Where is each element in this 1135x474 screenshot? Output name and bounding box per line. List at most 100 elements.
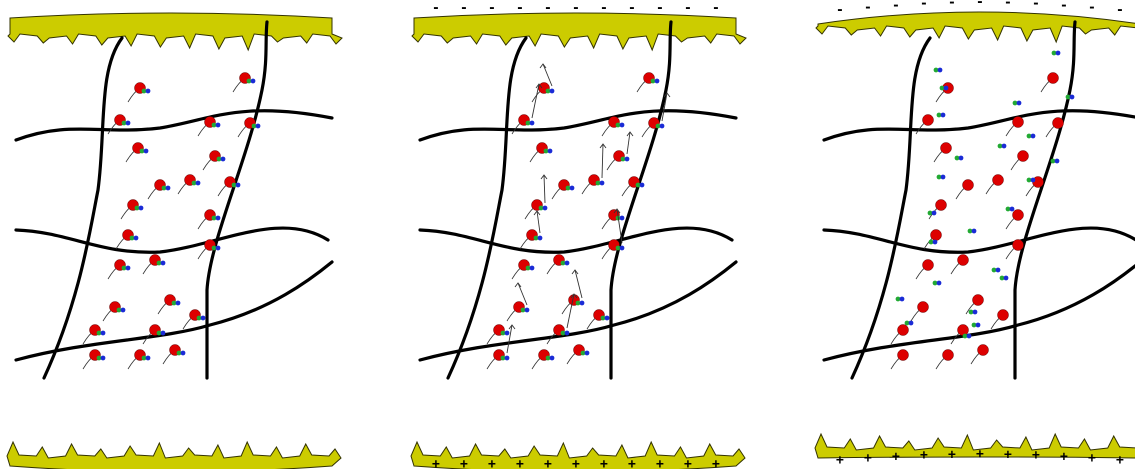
charged-particle (998, 310, 1009, 321)
counter-ion-blue (126, 121, 131, 126)
counter-ion-blue (996, 268, 1001, 273)
counter-ion-blue (570, 186, 575, 191)
counter-ion-blue (176, 301, 181, 306)
counter-ion-blue (256, 124, 261, 129)
counter-ion-blue (166, 186, 171, 191)
counter-ion-blue (1031, 178, 1036, 183)
counter-ion-blue (1031, 134, 1036, 139)
counter-ion-blue (251, 79, 256, 84)
top-electrode (412, 13, 746, 50)
charged-particle (958, 255, 969, 266)
positive-charge: + (572, 457, 580, 469)
charged-particle (1053, 118, 1064, 129)
counter-ion-blue (900, 297, 905, 302)
negative-charge: - (920, 0, 928, 12)
counter-ion-blue (538, 236, 543, 241)
positive-charge: + (628, 457, 636, 469)
counter-ion-blue (1004, 276, 1009, 281)
panel-no-field (7, 13, 342, 469)
negative-charge: - (460, 1, 468, 16)
counter-ion-blue (976, 323, 981, 328)
bottom-electrode (7, 442, 341, 469)
negative-charge: - (1032, 0, 1040, 12)
counter-ion-blue (1070, 95, 1075, 100)
polymer-fiber (420, 111, 736, 140)
polymer-fiber (852, 38, 930, 378)
charged-particle (1013, 117, 1024, 128)
counter-ion-blue (972, 229, 977, 234)
counter-ion-blue (1017, 101, 1022, 106)
negative-charge: - (684, 1, 692, 16)
negative-charge: - (892, 0, 900, 13)
polymer-fiber (420, 228, 732, 252)
counter-ion-blue (1002, 144, 1007, 149)
positive-charge: + (656, 457, 664, 469)
counter-ion-blue (139, 206, 144, 211)
counter-ion-blue (548, 149, 553, 154)
negative-charge: - (656, 1, 664, 16)
positive-charge: + (1088, 451, 1096, 466)
counter-ion-blue (181, 351, 186, 356)
counter-ion-blue (525, 308, 530, 313)
positive-charge: + (460, 457, 468, 469)
counter-ion-blue (620, 216, 625, 221)
charged-particle (898, 325, 909, 336)
negative-charge: - (516, 1, 524, 16)
charged-particle (918, 302, 929, 313)
counter-ion-blue (967, 334, 972, 339)
counter-ion-blue (585, 351, 590, 356)
charged-particle (923, 115, 934, 126)
counter-ion-blue (620, 123, 625, 128)
positive-charge: + (712, 457, 720, 469)
negative-charge: - (1116, 3, 1124, 18)
counter-ion-blue (1055, 159, 1060, 164)
charged-particle (923, 260, 934, 271)
negative-charge: - (976, 0, 984, 10)
charged-particle (931, 230, 942, 241)
ion-drift-arrow (575, 270, 582, 298)
negative-charge: - (1088, 1, 1096, 16)
top-electrode (8, 13, 342, 50)
negative-charge: - (948, 0, 956, 10)
arrow-head (572, 270, 578, 274)
counter-ion-blue (620, 246, 625, 251)
negative-charge: - (864, 1, 872, 16)
counter-ion-blue (933, 240, 938, 245)
polymer-fiber (16, 111, 332, 140)
counter-ion-blue (161, 261, 166, 266)
counter-ion-blue (941, 175, 946, 180)
counter-ion-blue (605, 316, 610, 321)
charged-particle (958, 325, 969, 336)
negative-charge: - (432, 1, 440, 16)
counter-ion-blue (941, 113, 946, 118)
counter-ion-blue (909, 321, 914, 326)
counter-ion-blue (625, 157, 630, 162)
counter-ion-blue (505, 331, 510, 336)
counter-ion-blue (565, 261, 570, 266)
bottom-electrode (815, 434, 1135, 458)
polymer-fiber (44, 38, 122, 378)
positive-charge: + (488, 457, 496, 469)
top-electrode (816, 12, 1135, 42)
negative-charge: - (572, 1, 580, 16)
negative-charge: - (544, 1, 552, 16)
bottom-electrode-shape (815, 434, 1135, 458)
counter-ion-blue (959, 156, 964, 161)
polymer-fiber (824, 111, 1135, 140)
positive-charge: + (1032, 448, 1040, 463)
charged-particle (973, 295, 984, 306)
counter-ion-blue (236, 183, 241, 188)
counter-ion-blue (932, 211, 937, 216)
counter-ion-blue (144, 149, 149, 154)
positive-charge: + (948, 447, 956, 462)
negative-charge: - (628, 1, 636, 16)
polymer-fiber (824, 262, 1135, 360)
positive-charge: + (516, 457, 524, 469)
counter-ion-blue (146, 89, 151, 94)
counter-ion-blue (216, 123, 221, 128)
counter-ion-blue (121, 308, 126, 313)
counter-ion-blue (221, 157, 226, 162)
counter-ion-blue (565, 331, 570, 336)
positive-charge: + (684, 457, 692, 469)
top-electrode-shape (8, 13, 342, 50)
